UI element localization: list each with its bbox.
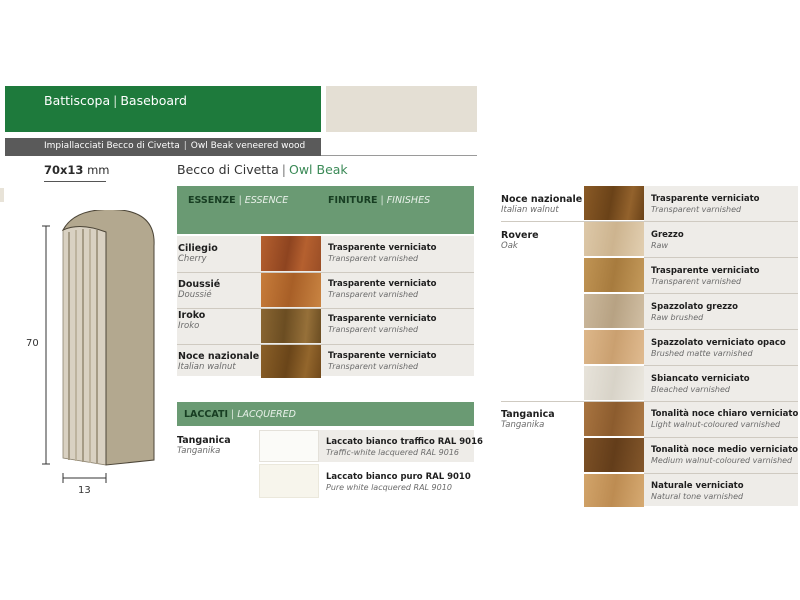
row-divider: [177, 272, 474, 273]
wood-swatch-cherry: [261, 236, 321, 271]
finish-name: Trasparente verniciato: [328, 351, 437, 361]
finish-name: Trasparente verniciato: [651, 266, 760, 276]
profile-size: 70x13 mm: [44, 163, 110, 177]
essences-table-body: [177, 236, 474, 376]
section-title: Becco di Civetta|Owl Beak: [177, 162, 348, 177]
right-essence-name: Noce nazionale: [501, 194, 583, 205]
finish-name: Grezzo: [651, 230, 684, 240]
wood-swatch-tanganika-natural: [584, 474, 644, 507]
header-accent-block: [326, 86, 477, 132]
finish-name-en: Light walnut-coloured varnished: [651, 420, 781, 429]
right-essence-name-en: Italian walnut: [501, 205, 559, 215]
essence-name-en: Doussié: [178, 290, 212, 300]
right-essence-name: Rovere: [501, 230, 539, 241]
finish-name: Trasparente verniciato: [328, 314, 437, 324]
subheader-title: Impiallacciati Becco di Civetta|Owl Beak…: [44, 141, 306, 151]
lacquered-essence-name-en: Tanganika: [177, 446, 221, 456]
page-edge-mark: [0, 188, 4, 202]
wood-swatch-tanganika-light-walnut: [584, 402, 644, 436]
essence-name: Ciliegio: [178, 243, 218, 254]
right-essence-name: Tanganica: [501, 409, 555, 420]
finish-name-en: Raw brushed: [651, 313, 704, 322]
lacquer-finish-name-en: Traffic-white lacquered RAL 9016: [326, 448, 459, 457]
lacquer-finish-name-en: Pure white lacquered RAL 9010: [326, 483, 452, 492]
wood-swatch-oak-varnished: [584, 258, 644, 292]
wood-swatch-oak-raw: [584, 222, 644, 256]
essences-heading: ESSENZE|ESSENCE: [188, 195, 289, 206]
row-divider: [644, 473, 798, 474]
wood-swatch-oak-brushed-matte: [584, 330, 644, 364]
wood-swatch-oak-bleached: [584, 366, 644, 400]
lacquered-essence-name: Tanganica: [177, 435, 231, 446]
finishes-heading: FINITURE|FINISHES: [328, 195, 431, 206]
essence-name-en: Iroko: [178, 321, 200, 331]
right-table-body: [644, 186, 798, 506]
subheader-divider: [321, 155, 477, 156]
finish-name: Sbiancato verniciato: [651, 374, 750, 384]
finish-name-en: Transparent varnished: [651, 277, 742, 286]
finish-name: Tonalità noce chiaro verniciato: [651, 409, 799, 419]
lacquer-swatch-ral-9010: [259, 464, 319, 498]
wood-swatch-italian-walnut: [261, 345, 321, 378]
profile-size-underline: [44, 181, 106, 182]
wood-swatch-iroko: [261, 309, 321, 343]
finish-name-en: Transparent varnished: [328, 362, 419, 371]
row-divider: [177, 344, 474, 345]
row-divider: [644, 437, 798, 438]
essence-name: Doussié: [178, 279, 221, 290]
row-divider: [644, 293, 798, 294]
wood-swatch-oak-raw-brushed: [584, 294, 644, 328]
row-divider: [644, 329, 798, 330]
lacquered-heading: LACCATI|LACQUERED: [184, 409, 296, 420]
row-divider: [644, 257, 798, 258]
finish-name-en: Transparent varnished: [328, 290, 419, 299]
essence-name: Noce nazionale: [178, 351, 260, 362]
finish-name: Spazzolato grezzo: [651, 302, 738, 312]
finish-name-en: Transparent varnished: [328, 325, 419, 334]
lacquered-row-bg: [319, 430, 474, 462]
finish-name: Trasparente verniciato: [328, 279, 437, 289]
lacquer-swatch-ral-9016: [259, 430, 319, 462]
height-dimension-label: 70: [26, 338, 39, 349]
subheader-bar: [5, 138, 321, 156]
width-dimension-label: 13: [78, 485, 91, 496]
right-essence-name-en: Oak: [501, 241, 518, 251]
finish-name: Trasparente verniciato: [328, 243, 437, 253]
right-essence-name-en: Tanganika: [501, 420, 545, 430]
finish-name-en: Brushed matte varnished: [651, 349, 753, 358]
baseboard-profile-drawing: [42, 210, 155, 483]
finish-name-en: Bleached varnished: [651, 385, 731, 394]
group-divider: [501, 401, 798, 402]
lacquer-finish-name: Laccato bianco puro RAL 9010: [326, 472, 471, 482]
wood-swatch-italian-walnut: [584, 186, 644, 220]
essence-name: Iroko: [178, 310, 206, 321]
finish-name-en: Medium walnut-coloured varnished: [651, 456, 793, 465]
finish-name: Trasparente verniciato: [651, 194, 760, 204]
finish-name-en: Transparent varnished: [328, 254, 419, 263]
finish-name: Spazzolato verniciato opaco: [651, 338, 786, 348]
row-divider: [177, 308, 474, 309]
essence-name-en: Cherry: [178, 254, 207, 264]
page-title: Battiscopa|Baseboard: [44, 93, 187, 108]
finish-name-en: Raw: [651, 241, 669, 250]
group-divider: [501, 221, 798, 222]
lacquered-header-band: [177, 402, 474, 426]
essences-header-band: [177, 186, 474, 234]
wood-swatch-tanganika-medium-walnut: [584, 438, 644, 472]
header-banner: [5, 86, 321, 132]
finish-name: Tonalità noce medio verniciato: [651, 445, 799, 455]
finish-name-en: Natural tone varnished: [651, 492, 744, 501]
finish-name: Naturale verniciato: [651, 481, 744, 491]
essence-name-en: Italian walnut: [178, 362, 236, 372]
finish-name-en: Transparent varnished: [651, 205, 742, 214]
wood-swatch-doussie: [261, 273, 321, 307]
lacquer-finish-name: Laccato bianco traffico RAL 9016: [326, 437, 483, 447]
row-divider: [644, 365, 798, 366]
